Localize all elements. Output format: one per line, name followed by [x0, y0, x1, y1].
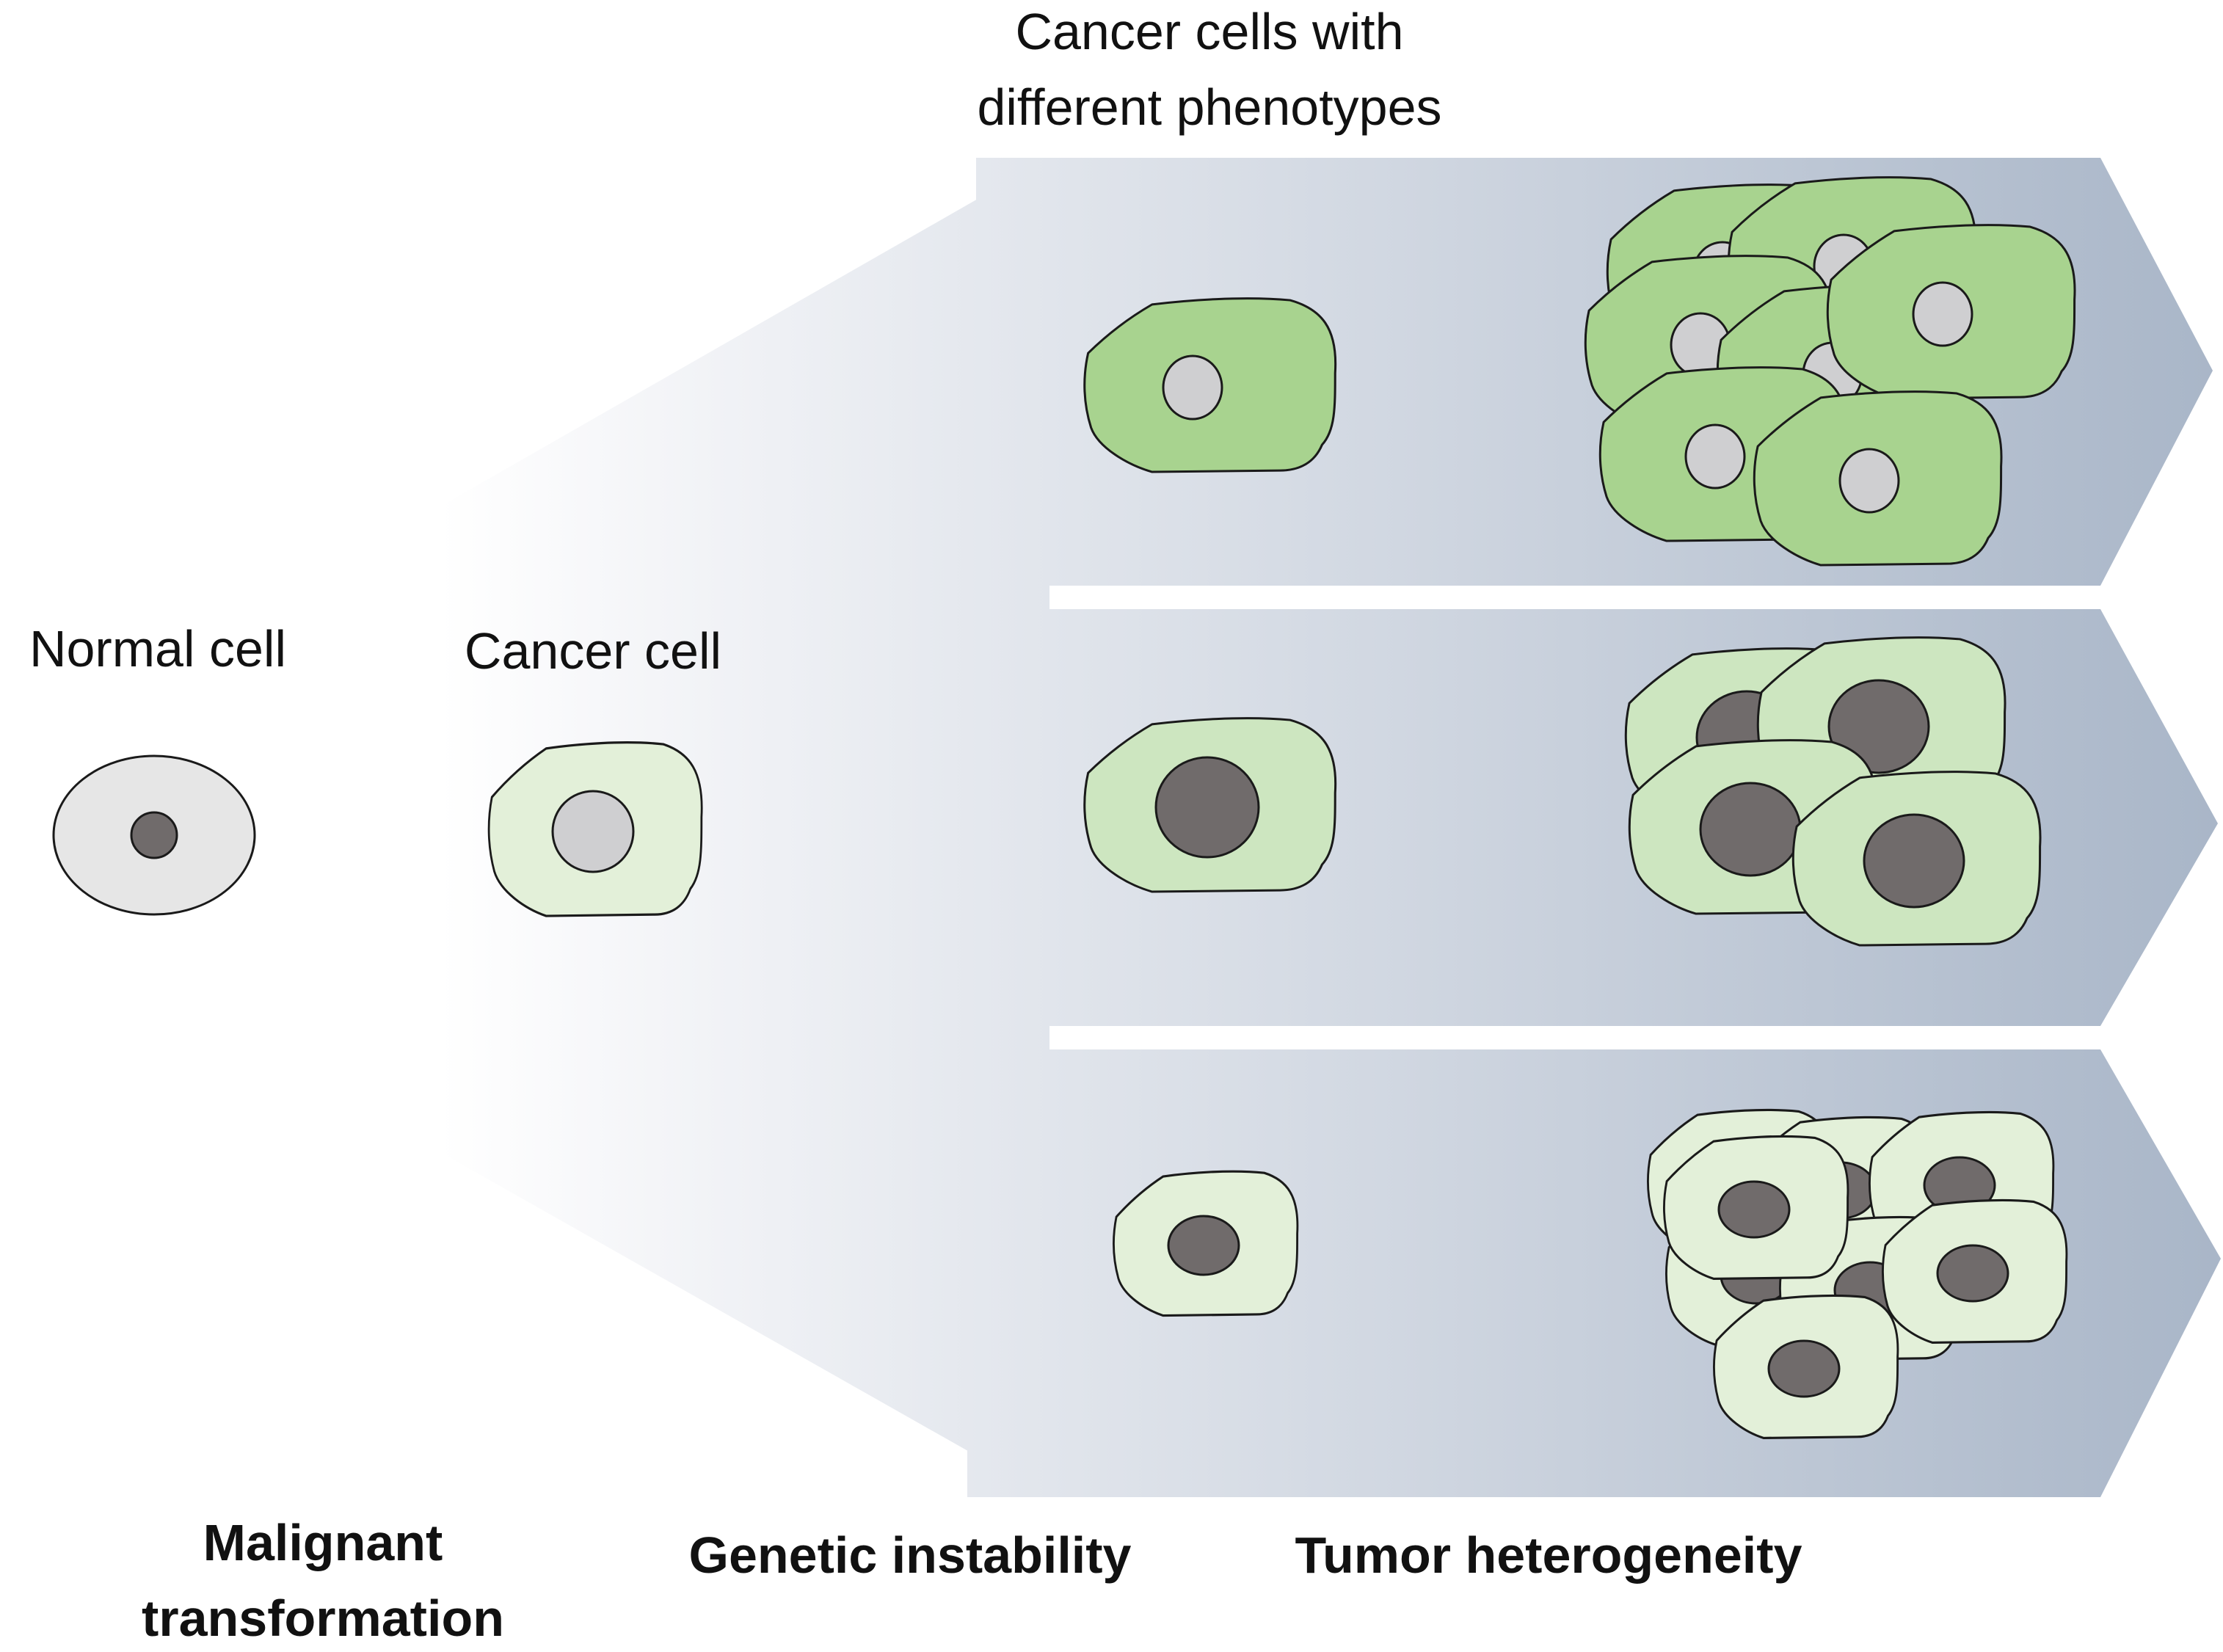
cell-nucleus	[1936, 1244, 2009, 1303]
phenotype-b-cell	[1083, 717, 1337, 893]
phenotype-a-cell	[1083, 297, 1337, 473]
fan-shape	[440, 158, 1049, 1497]
cell-nucleus	[1684, 423, 1746, 490]
cell-nucleus	[1167, 1215, 1240, 1276]
cell-nucleus	[1863, 813, 1965, 909]
cell-nucleus	[1912, 281, 1973, 347]
phenotype-a-cluster-cell-7	[1753, 390, 2003, 567]
normal-cell-label: Normal cell	[29, 620, 286, 677]
malignant-transformation-line1: Malignant	[203, 1514, 443, 1571]
phenotype-c-cluster-cell-7	[1881, 1198, 2068, 1344]
cell-nucleus	[1154, 756, 1260, 859]
cancer-cell-label: Cancer cell	[465, 622, 721, 680]
cell-nucleus	[1699, 782, 1802, 877]
cells-layer	[487, 176, 2076, 1439]
cell-nucleus	[1717, 1180, 1791, 1239]
phenotypes-label-line2: different phenotypes	[977, 79, 1441, 136]
phenotype-a-cluster-cell-6	[1598, 366, 1849, 542]
phenotype-c-cell	[1112, 1170, 1299, 1317]
phenotype-b-cluster-cell-2	[1756, 636, 2006, 812]
phenotype-c-cluster-cell-8	[1712, 1294, 1899, 1439]
phenotype-c-cluster-cell-6	[1662, 1135, 1849, 1280]
cell-nucleus	[551, 790, 635, 873]
labels: Normal cell Cancer cell Cancer cells wit…	[29, 3, 1802, 1647]
normal-cell	[52, 754, 256, 916]
cancer-cell	[487, 741, 703, 917]
cell-nucleus	[1838, 448, 1900, 514]
malignant-transformation-line2: transformation	[142, 1590, 504, 1647]
genetic-instability-label: Genetic instability	[689, 1527, 1132, 1584]
cell-nucleus	[1767, 1339, 1841, 1398]
tumor-heterogeneity-label: Tumor heterogeneity	[1295, 1527, 1802, 1584]
phenotypes-label-line1: Cancer cells with	[1015, 3, 1403, 60]
cell-nucleus	[1827, 679, 1930, 774]
phenotype-b-cluster-cell-4	[1791, 771, 2042, 947]
phenotype-a-cluster-cell-5	[1826, 224, 2076, 400]
cell-nucleus	[1162, 354, 1223, 421]
